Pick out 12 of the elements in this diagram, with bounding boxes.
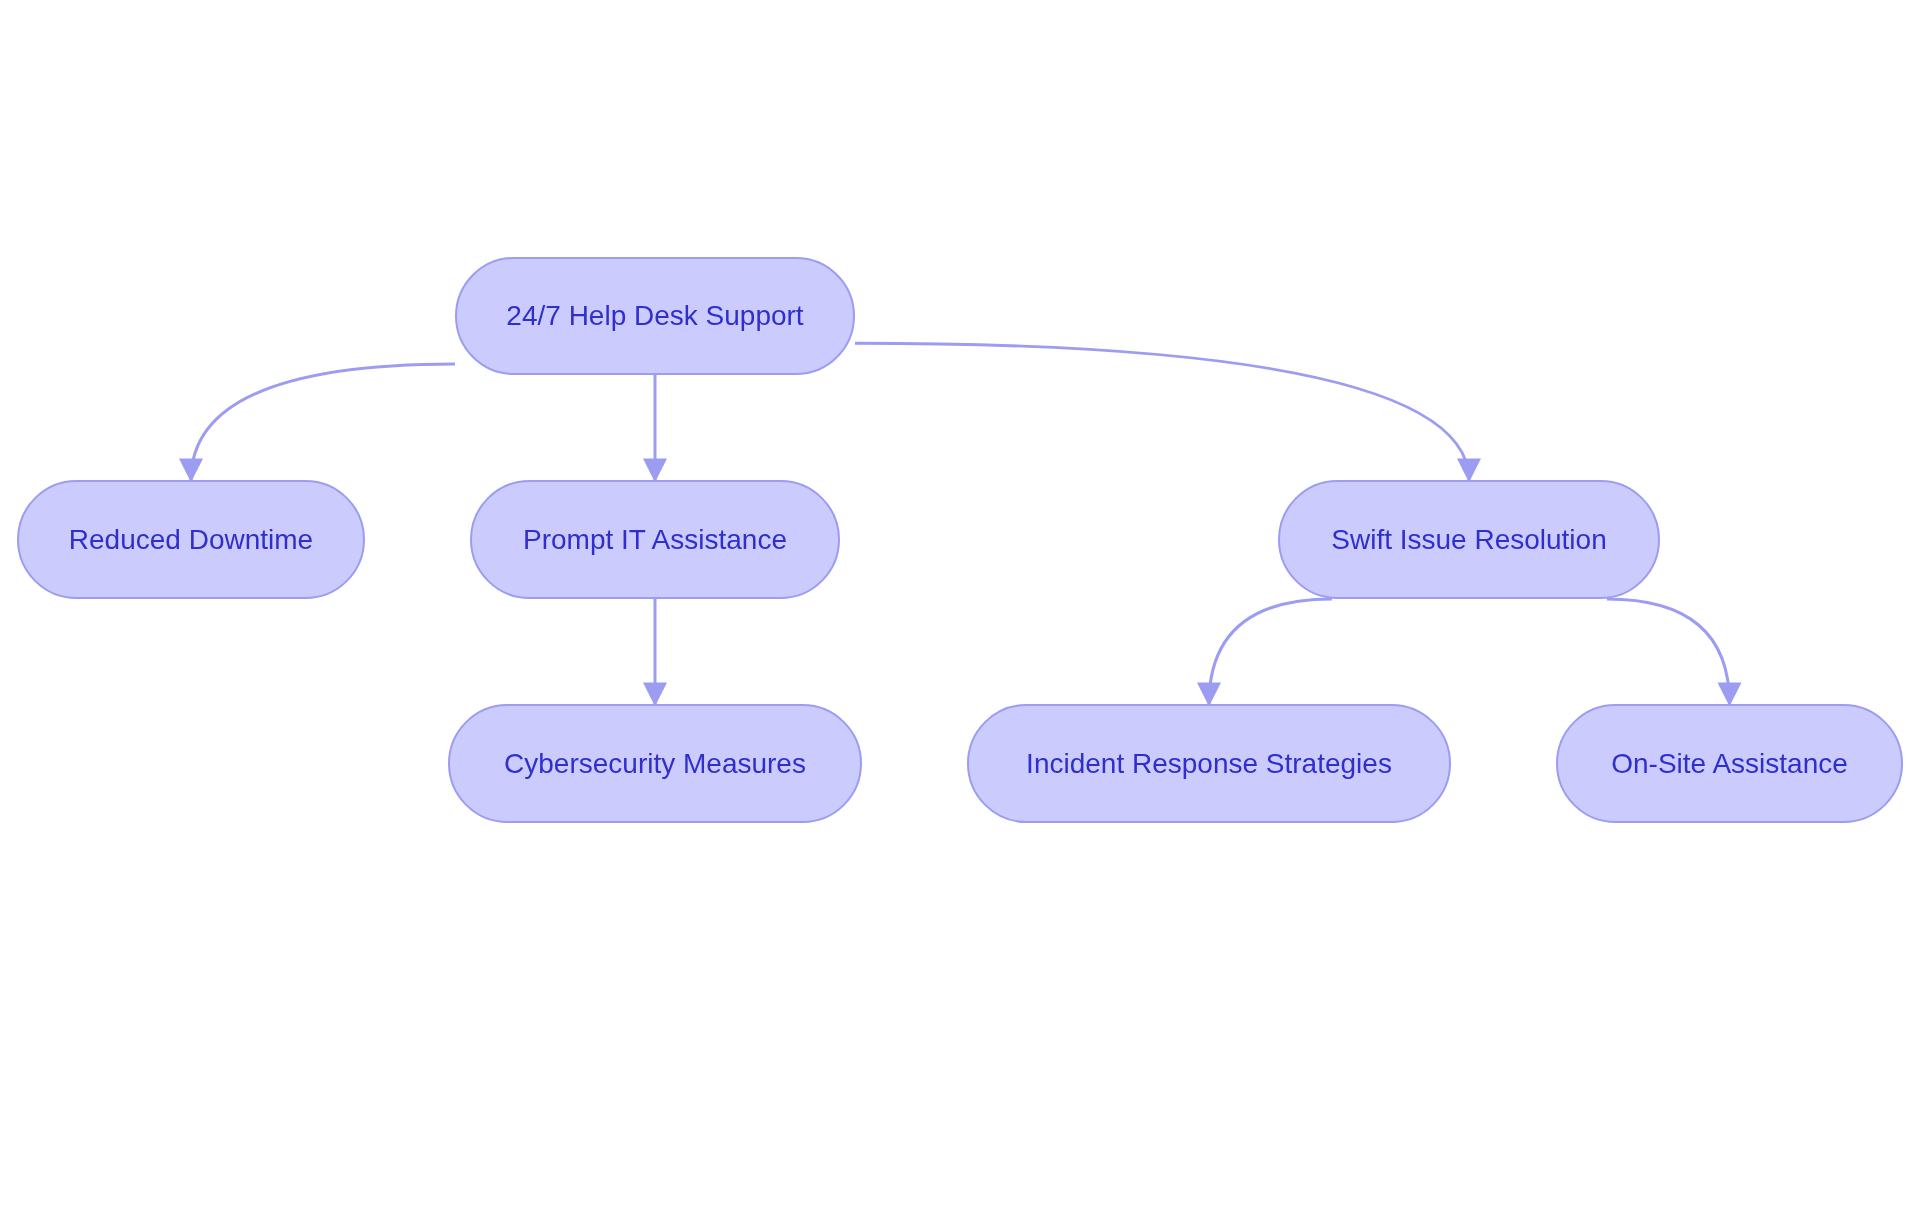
rounded-node: On-Site Assistance [1556,704,1903,823]
rounded-node: Incident Response Strategies [967,704,1451,823]
rounded-node: Swift Issue Resolution [1278,480,1660,599]
arrow [643,599,667,707]
arrow [643,375,667,483]
rounded-node: 24/7 Help Desk Support [455,257,855,375]
rounded-node: Cybersecurity Measures [448,704,862,823]
rounded-node: Prompt IT Assistance [470,480,840,599]
rounded-node: Reduced Downtime [17,480,365,599]
arrow [1198,597,1332,707]
arrow [181,362,456,483]
arrow [1606,597,1741,707]
